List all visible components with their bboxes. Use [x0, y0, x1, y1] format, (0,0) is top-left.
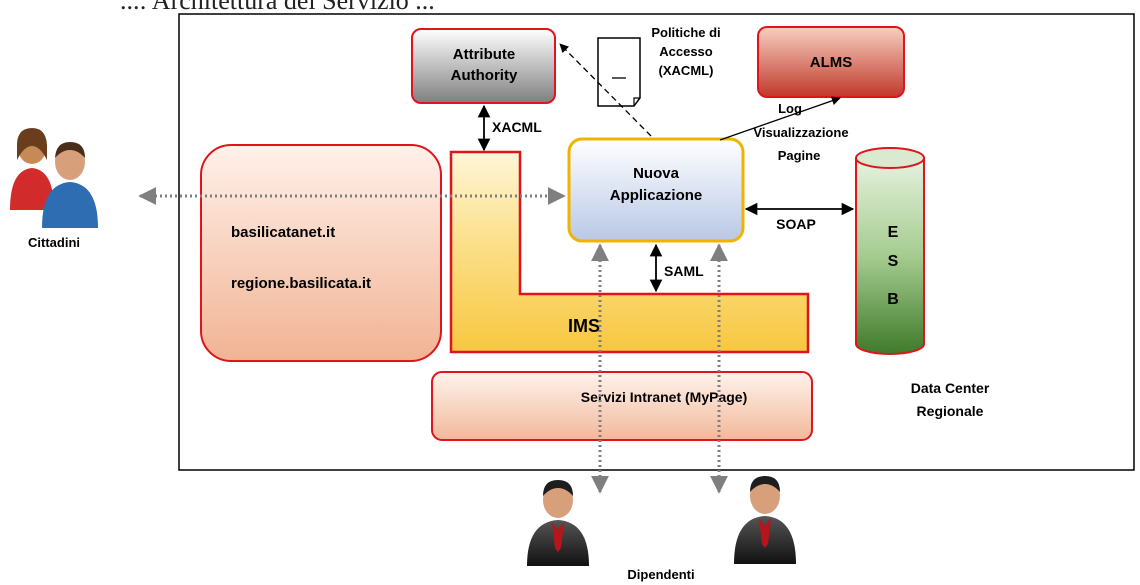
esb-cylinder: E S B — [855, 147, 925, 355]
employees-label: Dipendenti — [627, 567, 694, 582]
employee-1-icon — [527, 480, 589, 566]
soap-label: SOAP — [776, 216, 816, 232]
alms-label: ALMS — [810, 54, 853, 71]
log-label-1: Log — [778, 101, 802, 116]
policy-document-icon — [597, 37, 641, 107]
nuova-app-label-2: Applicazione — [610, 187, 703, 204]
attribute-authority-label-2: Authority — [451, 67, 518, 84]
attribute-authority-box: Attribute Authority — [411, 28, 556, 104]
portal-domain-2: regione.basilicata.it — [231, 275, 371, 292]
log-label-3: Pagine — [778, 148, 821, 163]
citizens-icon — [10, 128, 98, 228]
attribute-authority-label-1: Attribute — [453, 46, 516, 63]
xacml-label: XACML — [492, 119, 542, 135]
esb-letter-b: B — [887, 291, 899, 308]
portal-domain-1: basilicatanet.it — [231, 224, 335, 241]
servizi-intranet-box: Servizi Intranet (MyPage) — [431, 371, 813, 441]
policy-label-2: Accesso — [659, 44, 713, 59]
policy-label-1: Politiche di — [651, 25, 720, 40]
data-center-label-2: Regionale — [917, 403, 984, 419]
policy-label-3: (XACML) — [659, 63, 714, 78]
servizi-intranet-label: Servizi Intranet (MyPage) — [581, 389, 748, 405]
policy-dashed-arrow — [559, 43, 652, 137]
log-label-2: Visualizzazione — [753, 125, 848, 140]
nuova-applicazione-box: Nuova Applicazione — [567, 137, 745, 243]
ims-label: IMS — [568, 316, 600, 336]
esb-letter-e: E — [888, 224, 899, 241]
page-header-cut: ...: Architettura del Servizio ... — [120, 0, 435, 15]
esb-letter-s: S — [888, 253, 899, 270]
employee-2-icon — [734, 476, 796, 564]
log-arrow — [719, 96, 841, 141]
citizens-label: Cittadini — [28, 235, 80, 250]
data-center-label-1: Data Center — [911, 380, 990, 396]
nuova-app-label-1: Nuova — [633, 165, 680, 182]
saml-label: SAML — [664, 263, 704, 279]
portal-box: basilicatanet.it regione.basilicata.it — [200, 144, 442, 362]
alms-box: ALMS — [757, 26, 905, 98]
